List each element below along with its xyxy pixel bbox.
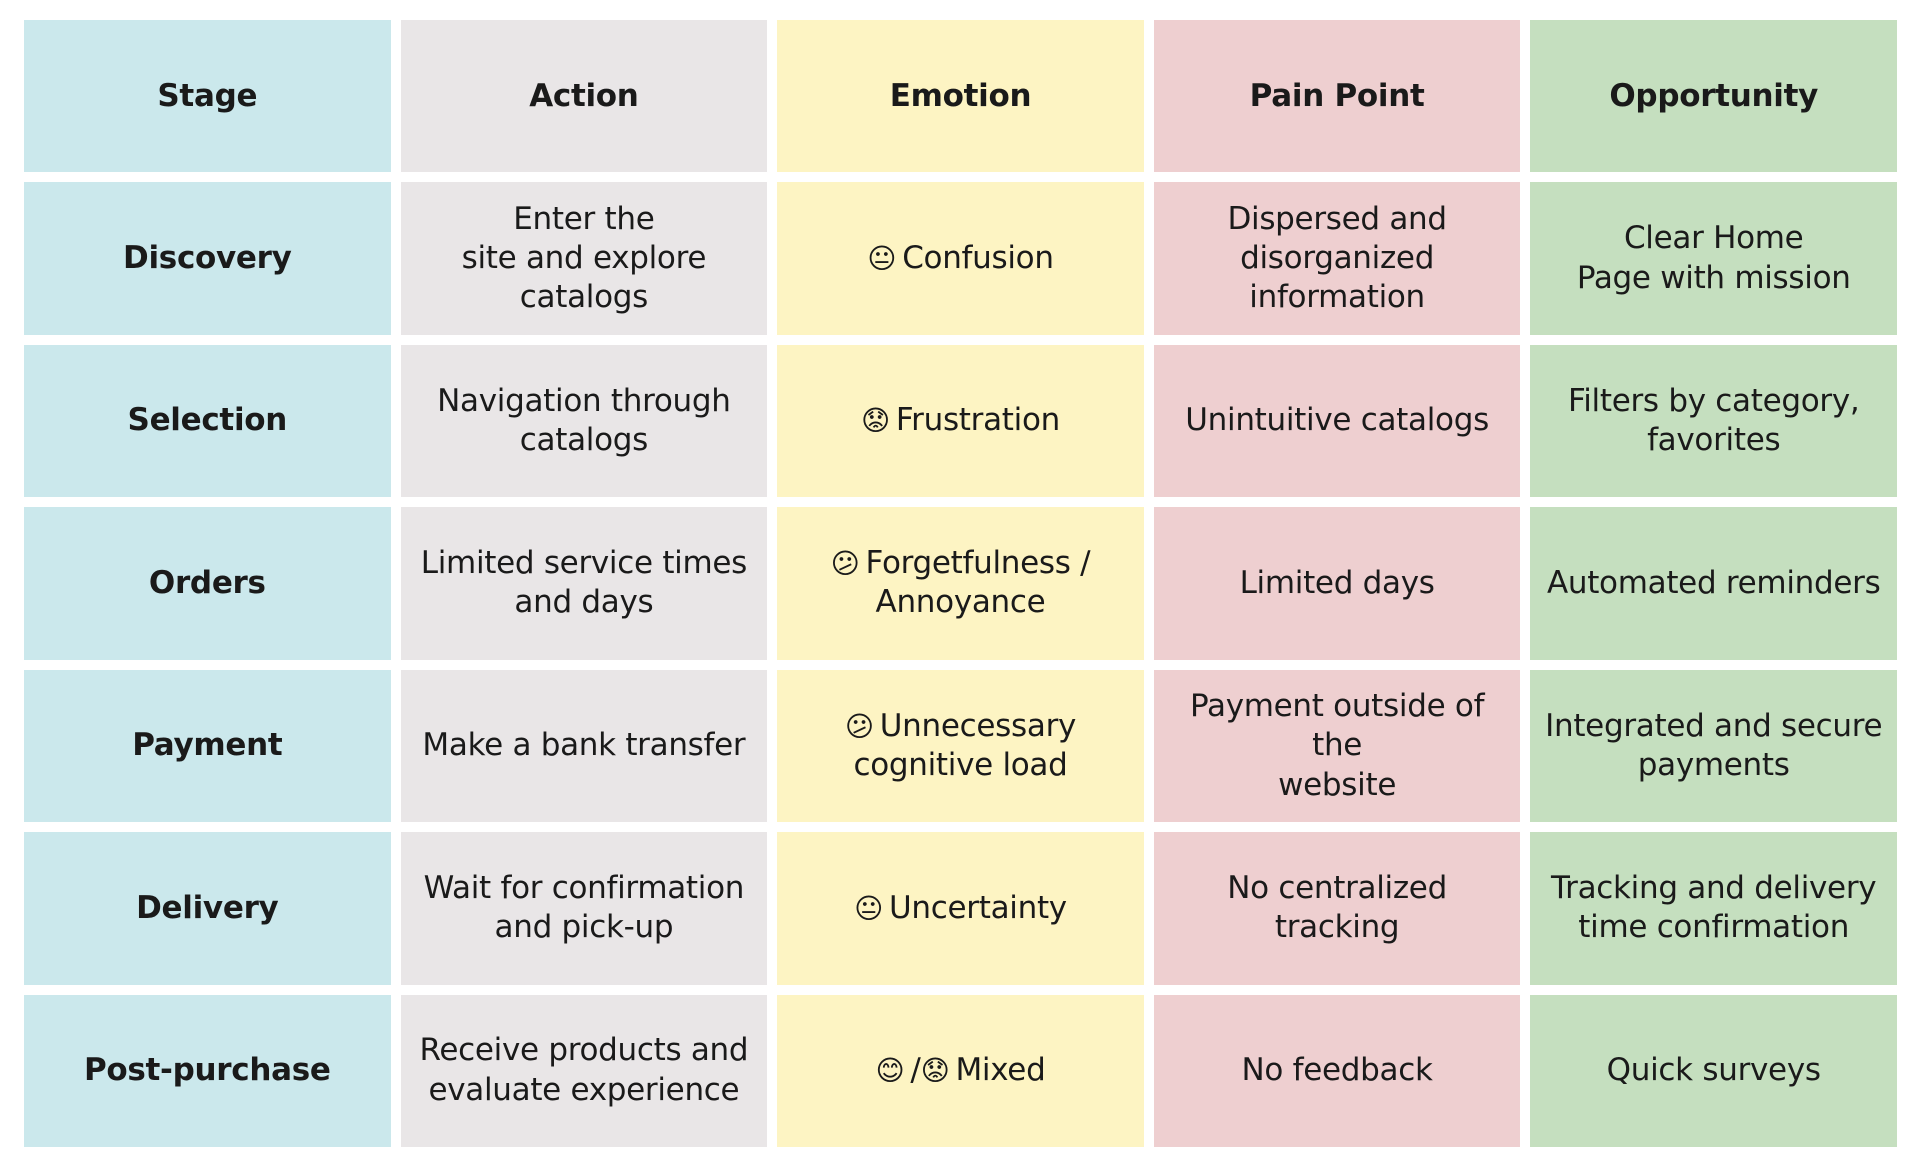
worried-face-icon: 😟 bbox=[920, 1054, 950, 1088]
emotion-cell: 😟Frustration bbox=[777, 344, 1144, 498]
action-cell: Limited service times and days bbox=[400, 507, 768, 660]
action-cell: Make a bank transfer bbox=[400, 669, 768, 823]
journey-map-table: Stage Action Emotion Pain Point Opportun… bbox=[24, 20, 1897, 1147]
emotion-separator: / bbox=[910, 1052, 921, 1089]
neutral-face-icon: 😐 bbox=[867, 241, 897, 275]
emotion-cell: 😕Forgetfulness / Annoyance bbox=[777, 507, 1144, 660]
stage-cell-orders: Orders bbox=[24, 507, 391, 660]
opportunity-cell: Tracking and delivery time confirmation bbox=[1530, 832, 1897, 985]
pain-point-cell: Limited days bbox=[1153, 507, 1521, 660]
confused-face-icon: 😕 bbox=[844, 709, 874, 743]
stage-cell-payment: Payment bbox=[24, 669, 391, 823]
action-cell: Wait for confirmation and pick-up bbox=[400, 832, 768, 985]
pain-point-cell: Dispersed and disorganized information bbox=[1153, 182, 1521, 335]
pain-point-cell: No feedback bbox=[1153, 994, 1521, 1147]
header-opportunity: Opportunity bbox=[1530, 20, 1897, 173]
header-emotion: Emotion bbox=[777, 20, 1144, 173]
emotion-cell: 😐Confusion bbox=[777, 182, 1144, 335]
action-cell: Receive products and evaluate experience bbox=[400, 994, 768, 1147]
neutral-face-icon: 😐 bbox=[854, 891, 884, 925]
action-cell: Enter the site and explore catalogs bbox=[400, 182, 768, 335]
header-pain-point: Pain Point bbox=[1153, 20, 1521, 173]
action-cell: Navigation through catalogs bbox=[400, 344, 768, 498]
opportunity-cell: Filters by category, favorites bbox=[1530, 344, 1897, 498]
worried-face-icon: 😟 bbox=[860, 404, 890, 438]
stage-cell-selection: Selection bbox=[24, 344, 391, 498]
opportunity-cell: Clear Home Page with mission bbox=[1530, 182, 1897, 335]
emotion-cell: 😕Unnecessary cognitive load bbox=[777, 669, 1144, 823]
opportunity-cell: Quick surveys bbox=[1530, 994, 1897, 1147]
stage-cell-post-purchase: Post-purchase bbox=[24, 994, 391, 1147]
emotion-cell: 😐Uncertainty bbox=[777, 832, 1144, 985]
pain-point-cell: Unintuitive catalogs bbox=[1153, 344, 1521, 498]
header-stage: Stage bbox=[24, 20, 391, 173]
pain-point-cell: Payment outside of the website bbox=[1153, 669, 1521, 823]
stage-cell-discovery: Discovery bbox=[24, 182, 391, 335]
confused-face-icon: 😕 bbox=[830, 547, 860, 581]
smiling-face-icon: 😊 bbox=[875, 1054, 905, 1088]
opportunity-cell: Automated reminders bbox=[1530, 507, 1897, 660]
pain-point-cell: No centralized tracking bbox=[1153, 832, 1521, 985]
opportunity-cell: Integrated and secure payments bbox=[1530, 669, 1897, 823]
stage-cell-delivery: Delivery bbox=[24, 832, 391, 985]
header-action: Action bbox=[400, 20, 768, 173]
emotion-cell: 😊/😟Mixed bbox=[777, 994, 1144, 1147]
